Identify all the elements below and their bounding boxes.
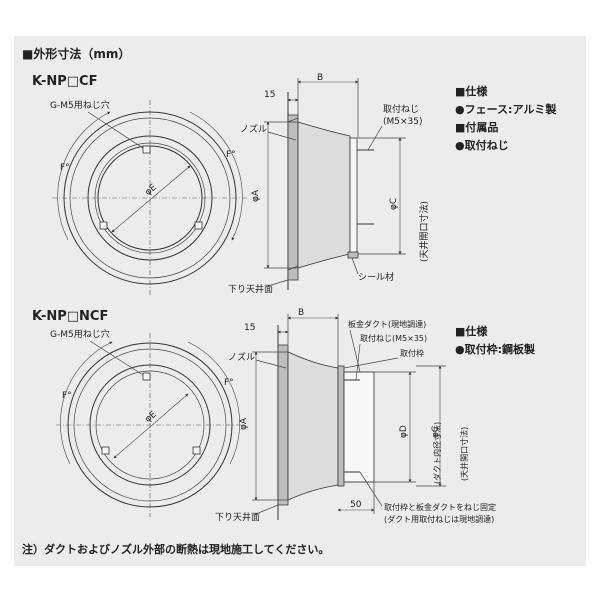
model2-screw-hole xyxy=(142,372,151,381)
model1-name: K-NP□CF xyxy=(32,74,97,89)
model1-dim-15: 15 xyxy=(264,90,275,100)
model2-nozzle-label: ノズル xyxy=(228,351,255,363)
footer-note: 注）ダクトおよびノズル外部の断熱は現地施工してください。 xyxy=(22,542,329,556)
model2-name: K-NP□NCF xyxy=(32,309,108,324)
model1-screw-hole xyxy=(142,145,151,154)
model1-screw-size: (M5×35) xyxy=(383,117,423,127)
model1-e-label: φE xyxy=(143,182,159,197)
model1-side-view: 15 B φA φC (天井開口寸法) ノズル 取付ねじ (M5×35) xyxy=(228,73,430,295)
model2-block: K-NP□NCF φE F° F° G-M5用ねじ穴 xyxy=(32,308,536,524)
model2-side-view: 15 B φA φD (ダクト内径寸法) φC (天井開口寸法) xyxy=(215,308,496,524)
model2-screw-hole xyxy=(192,446,201,455)
model1-nozzle-label: ノズル xyxy=(240,123,267,135)
model1-spec-line: ■付属品 xyxy=(455,120,498,134)
model1-ceiling-note: (天井開口寸法) xyxy=(418,201,430,262)
model2-duct-inner: (ダクト内径寸法) xyxy=(432,422,442,484)
model1-phi-c: φC xyxy=(389,198,399,210)
model1-spec: ■仕様 ●フェース:アルミ製 ■付属品 ●取付ねじ xyxy=(455,84,557,152)
model1-spec-line: ■仕様 xyxy=(455,84,488,98)
model2-phi-c: φC xyxy=(431,426,441,438)
model1-hole-label: G-M5用ねじ穴 xyxy=(50,99,110,111)
model2-dim-50: 50 xyxy=(350,500,362,510)
model2-f-right: F° xyxy=(224,378,234,388)
model1-screw-label: 取付ねじ xyxy=(383,104,419,115)
model2-dim-b: B xyxy=(298,308,304,318)
model2-spec-line: ■仕様 xyxy=(455,324,488,338)
model2-spec-line: ●取付枠:鋼板製 xyxy=(455,342,536,356)
model2-screw-label: 取付ねじ(M5×35) xyxy=(360,333,427,343)
model2-fix-note1: 取付枠と板金ダクトをねじ固定 xyxy=(384,502,496,512)
model1-f-right: F° xyxy=(226,150,236,160)
model2-phi-a: φA xyxy=(239,417,249,430)
model2-spec: ■仕様 ●取付枠:鋼板製 xyxy=(455,324,536,356)
model2-frame-label: 取付枠 xyxy=(400,348,424,358)
model1-screw-hole xyxy=(194,221,203,230)
model1-screw-hole xyxy=(99,221,108,230)
model2-e-label: φE xyxy=(143,409,159,424)
model1-seal-label: シール材 xyxy=(358,271,394,283)
model2-hole-label: G-M5用ねじ穴 xyxy=(50,328,110,340)
page-title: ■外形寸法（mm） xyxy=(22,46,130,61)
model2-dim-15: 15 xyxy=(244,323,255,333)
model2-screw-hole xyxy=(101,446,110,455)
model2-fix-note2: (ダクト用取付ねじは現地調達) xyxy=(384,514,494,524)
model2-phi-d: φD xyxy=(399,425,409,438)
model2-front-view: φE F° F° G-M5用ねじ穴 xyxy=(50,328,244,517)
model1-phi-a: φA xyxy=(251,189,261,202)
model1-front-view: φE F° F° G-M5用ねじ穴 xyxy=(50,99,248,296)
model1-spec-line: ●フェース:アルミ製 xyxy=(455,102,557,116)
model1-ceiling-label: 下り天井面 xyxy=(228,283,273,295)
model1-spec-line: ●取付ねじ xyxy=(455,138,509,152)
model2-ceiling-note: (天井開口寸法) xyxy=(459,427,469,481)
model2-ceiling-label: 下り天井面 xyxy=(215,511,260,523)
model1-block: K-NP□CF φE F° F° xyxy=(32,73,557,296)
model2-f-left: F° xyxy=(62,391,72,401)
model2-duct-label: 板金ダクト(現地調達) xyxy=(348,319,426,329)
model1-dim-b: B xyxy=(317,73,323,83)
model1-f-left: F° xyxy=(60,163,70,173)
